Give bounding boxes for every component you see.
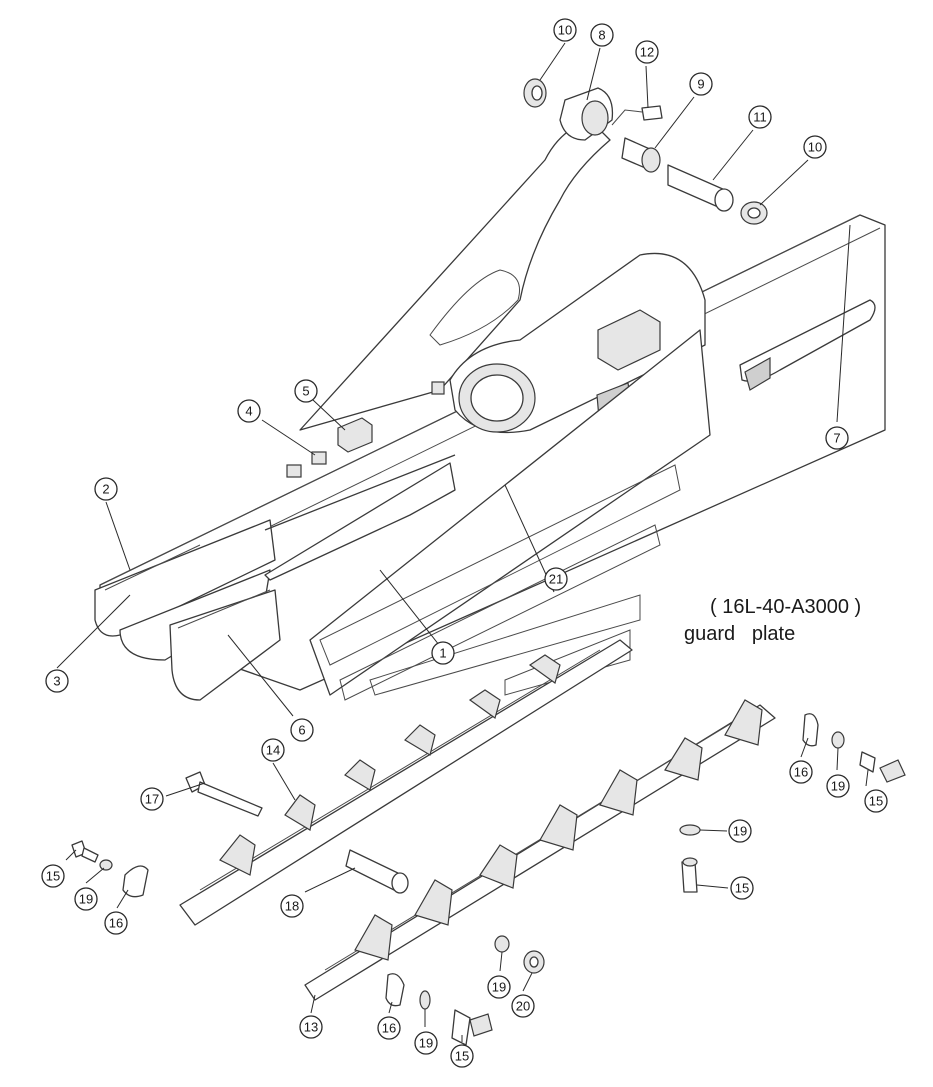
callout-16-right: 16 (789, 760, 813, 784)
svg-text:17: 17 (145, 792, 159, 807)
hardware (71, 713, 906, 1046)
svg-text:2: 2 (102, 482, 109, 497)
callout-9: 9 (689, 72, 713, 96)
guard-plate-assembly (264, 329, 711, 701)
assembly-name: guard plate (684, 623, 796, 645)
svg-text:15: 15 (869, 794, 883, 809)
callout-1: 1 (431, 641, 455, 665)
callout-15-right: 15 (864, 789, 888, 813)
svg-text:1: 1 (439, 646, 446, 661)
svg-text:20: 20 (516, 999, 530, 1014)
callout-19-bottom-a: 19 (487, 975, 511, 999)
svg-text:13: 13 (304, 1020, 318, 1035)
callout-16-left: 16 (104, 911, 128, 935)
callout-6: 6 (290, 718, 314, 742)
callout-15-bottom: 15 (450, 1044, 474, 1068)
svg-text:5: 5 (302, 384, 309, 399)
callout-12: 12 (635, 40, 659, 64)
callout-21: 21 (544, 567, 568, 591)
svg-text:10: 10 (808, 140, 822, 155)
callout-19-bottom-b: 19 (414, 1031, 438, 1055)
svg-text:9: 9 (697, 77, 704, 92)
svg-text:7: 7 (833, 431, 840, 446)
callout-17: 17 (140, 787, 164, 811)
svg-text:19: 19 (79, 892, 93, 907)
svg-text:16: 16 (109, 916, 123, 931)
callout-7: 7 (825, 426, 849, 450)
svg-text:12: 12 (640, 45, 654, 60)
leader-lines (56, 42, 869, 1042)
svg-text:19: 19 (831, 779, 845, 794)
svg-text:16: 16 (382, 1021, 396, 1036)
pivot-parts (523, 78, 768, 225)
callout-13: 13 (299, 1015, 323, 1039)
svg-text:3: 3 (53, 674, 60, 689)
svg-text:14: 14 (266, 743, 280, 758)
svg-text:16: 16 (794, 765, 808, 780)
assembly-code: ( 16L-40-A3000 ) (710, 596, 862, 618)
callout-2: 2 (94, 477, 118, 501)
callout-3: 3 (45, 669, 69, 693)
svg-text:19: 19 (733, 824, 747, 839)
svg-text:19: 19 (492, 980, 506, 995)
svg-text:19: 19 (419, 1036, 433, 1051)
callout-10-left: 10 (553, 18, 577, 42)
callout-15-left: 15 (41, 864, 65, 888)
svg-text:15: 15 (46, 869, 60, 884)
callout-14: 14 (261, 738, 285, 762)
callout-16-bottom: 16 (377, 1016, 401, 1040)
svg-text:6: 6 (298, 723, 305, 738)
callout-15-center: 15 (730, 876, 754, 900)
svg-text:18: 18 (285, 899, 299, 914)
callout-20: 20 (511, 994, 535, 1018)
callout-4: 4 (237, 399, 261, 423)
svg-text:21: 21 (549, 572, 563, 587)
svg-text:15: 15 (455, 1049, 469, 1064)
callout-5: 5 (294, 379, 318, 403)
guard-rails (179, 639, 776, 1001)
svg-text:4: 4 (245, 404, 252, 419)
callout-11: 11 (748, 105, 772, 129)
svg-text:11: 11 (753, 110, 767, 125)
callout-19-left: 19 (74, 887, 98, 911)
callout-10-right: 10 (803, 135, 827, 159)
callout-18: 18 (280, 894, 304, 918)
callout-8: 8 (590, 23, 614, 47)
callout-19-right: 19 (826, 774, 850, 798)
callout-19-center: 19 (728, 819, 752, 843)
svg-text:15: 15 (735, 881, 749, 896)
callouts: 1 2 3 4 5 6 7 8 9 10 10 11 12 13 14 15 1… (41, 18, 888, 1068)
svg-text:8: 8 (598, 28, 605, 43)
track-frame (94, 119, 886, 701)
svg-text:10: 10 (558, 23, 572, 38)
